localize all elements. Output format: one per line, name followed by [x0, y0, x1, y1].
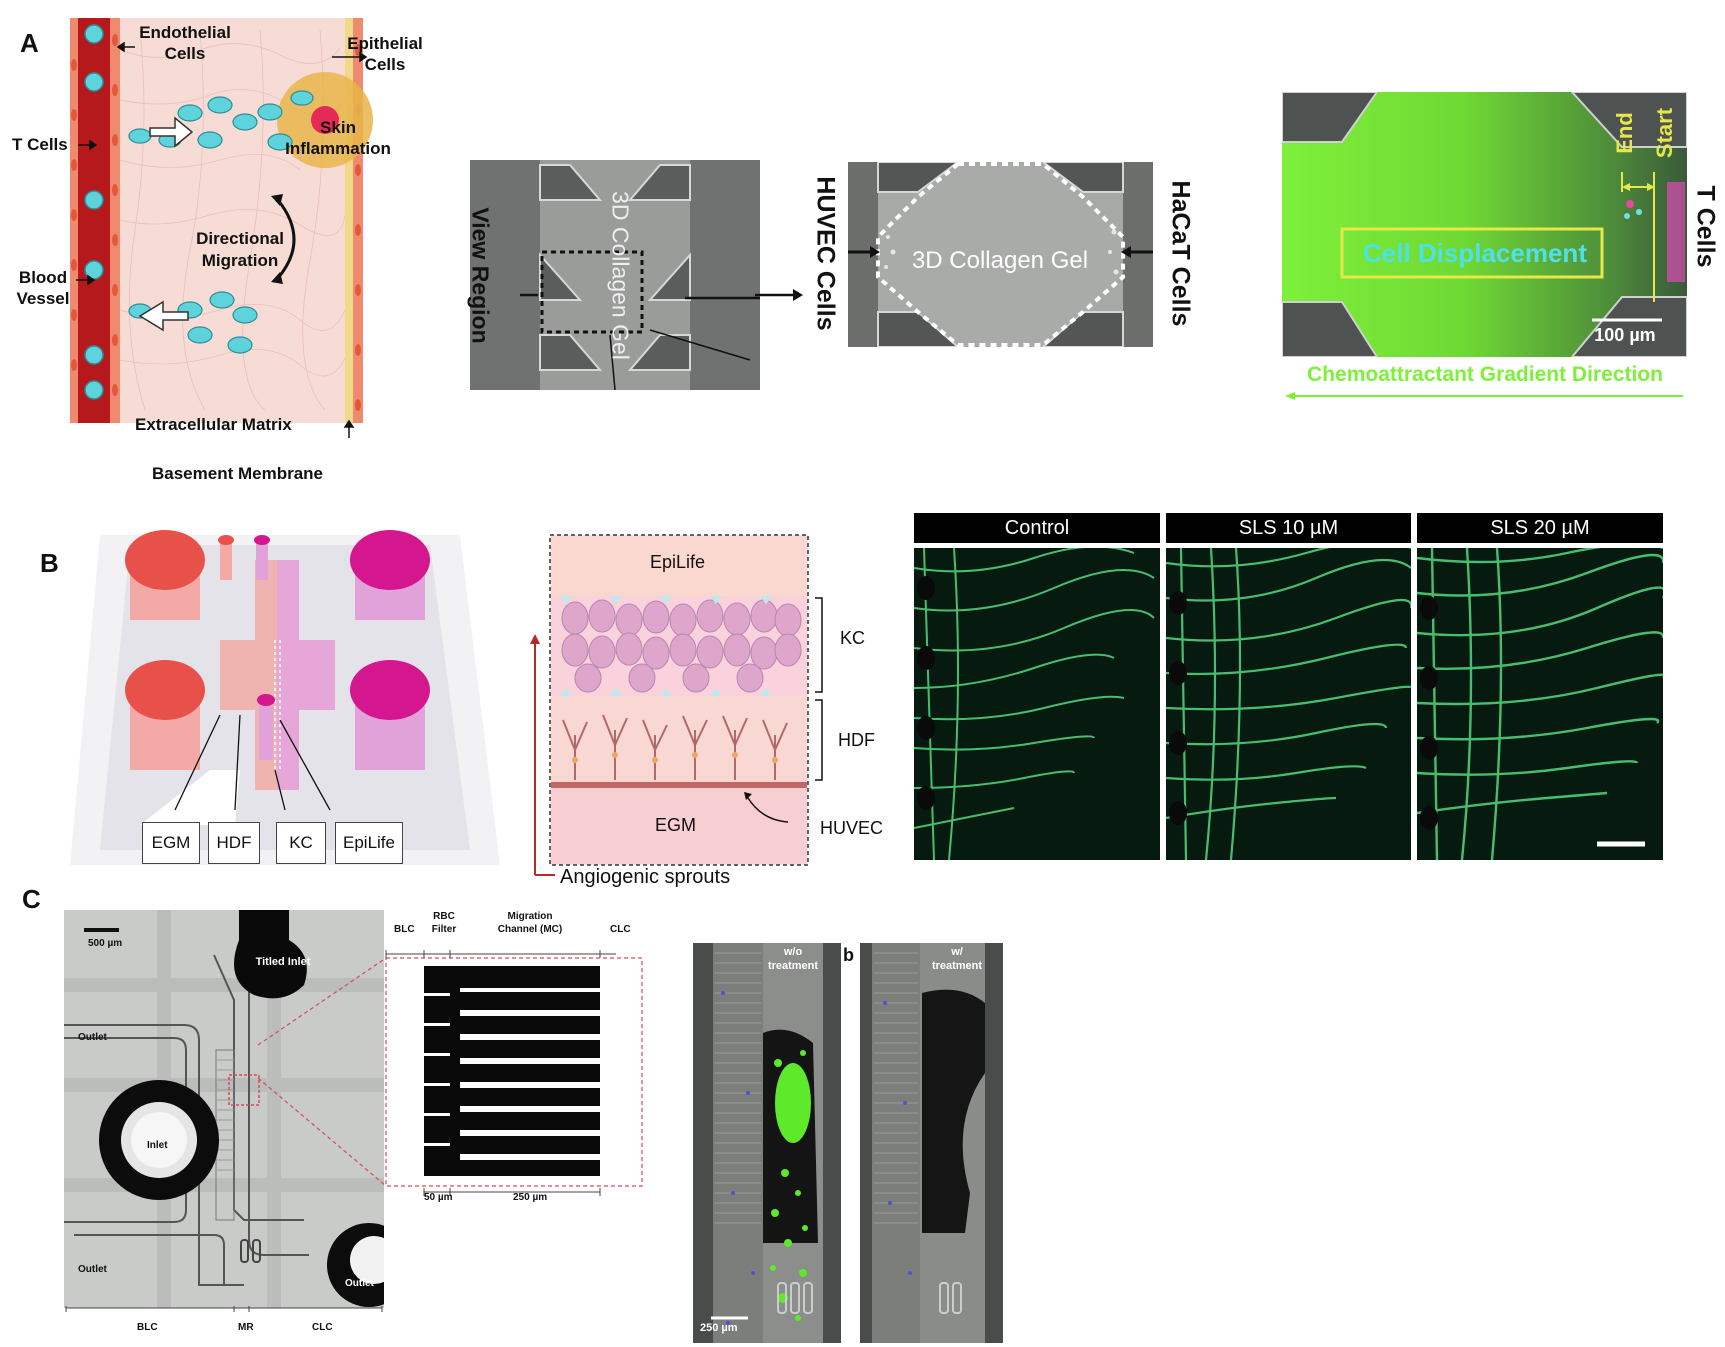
directional-arrow — [276, 199, 296, 279]
scale-100um: 100 µm — [1594, 325, 1656, 345]
arrow-to-zoom — [755, 289, 803, 301]
label-wo-treatment: w/o treatment — [767, 946, 819, 972]
bottom-bracket — [65, 1306, 383, 1312]
header-sls-10: SLS 10 µM — [1166, 513, 1411, 543]
label-collagen-gel-zoom: 3D Collagen Gel — [911, 247, 1089, 274]
bottom-label-clc: CLC — [312, 1322, 333, 1333]
label-t-cells-right: T Cells — [1691, 185, 1720, 268]
zoom-dim-50: 50 µm — [424, 1192, 453, 1203]
migrating-tcells-bottom — [128, 291, 258, 354]
label-outlet-right: Outlet — [345, 1278, 374, 1289]
panel-a-chip-image — [470, 160, 760, 390]
zoom-header-clc: CLC — [610, 924, 631, 935]
box-egm: EGM — [142, 822, 200, 864]
migration-arrow-bottom — [138, 300, 189, 332]
panel-label-b: B — [40, 548, 59, 578]
endothelial-layer — [110, 18, 120, 423]
gradient-arrow — [1285, 392, 1683, 400]
box-hdf: HDF — [208, 822, 260, 864]
box-kc: KC — [276, 822, 326, 864]
ecm-mesh — [119, 29, 346, 411]
label-epithelial-cells: Epithelial Cells — [347, 34, 423, 74]
label-hacat-cells: HaCaT Cells — [1166, 180, 1195, 327]
bottom-label-blc: BLC — [137, 1322, 158, 1333]
label-start: Start — [1652, 107, 1677, 159]
label-endothelial-cells: Endothelial Cells — [139, 23, 231, 63]
panel-a-fluorescence-image — [1282, 92, 1687, 357]
label-collagen-gel-vertical: 3D Collagen Gel — [607, 191, 634, 360]
zoom-channels — [424, 966, 600, 1176]
label-huvec-cells: HUVEC Cells — [811, 176, 840, 331]
panel-a-zoom-image — [848, 162, 1153, 347]
bottom-label-mr: MR — [238, 1322, 254, 1333]
label-gradient-direction: Chemoattractant Gradient Direction — [1307, 363, 1663, 386]
image-wo-treatment — [693, 943, 841, 1343]
zoom-region-box — [228, 1074, 260, 1106]
titled-inlet — [234, 910, 307, 999]
confocal-sls-10 — [1166, 548, 1411, 860]
label-inlet: Inlet — [147, 1140, 168, 1151]
view-region-box — [540, 250, 644, 334]
label-angiogenic-sprouts: Angiogenic sprouts — [560, 866, 731, 888]
label-outlet-top: Outlet — [78, 1032, 107, 1043]
basement-membrane — [345, 18, 353, 423]
label-directional-migration: Directional Migration — [196, 229, 284, 270]
layer-egm: EGM — [655, 815, 697, 835]
label-blood-vessel: Blood Vessel — [16, 268, 70, 308]
header-sls-20: SLS 20 µM — [1417, 513, 1663, 543]
label-basement-membrane: Basement Membrane — [152, 464, 324, 483]
layer-kc: KC — [840, 628, 866, 648]
inflammation-core — [311, 106, 339, 134]
label-cell-displacement: Cell Displacement — [1363, 238, 1587, 268]
layer-hdf: HDF — [838, 730, 875, 750]
gel-outline — [876, 162, 1125, 347]
layer-huvec: HUVEC — [820, 818, 884, 838]
image-w-treatment — [860, 943, 1003, 1343]
cell-displacement-box — [1340, 227, 1604, 279]
panel-label-a: A — [20, 28, 39, 58]
endothelial-cells — [112, 34, 118, 396]
label-view-region: View Region — [467, 207, 494, 344]
reservoir-epilife-top — [350, 530, 430, 620]
label-skin-inflammation: Skin Inflammation — [285, 118, 391, 158]
reservoir-egm-bottom — [125, 660, 205, 770]
box-epilife: EpiLife — [335, 822, 403, 864]
reservoir-egm-top — [125, 530, 205, 620]
panel-label-c: C — [22, 884, 41, 914]
confocal-control — [914, 548, 1160, 860]
zoom-header-rbc: RBC Filter — [431, 911, 457, 935]
label-end: End — [1612, 112, 1637, 154]
panel-c-zoom — [257, 950, 643, 1196]
label-ecm: Extracellular Matrix — [135, 415, 292, 434]
scale-500um: 500 µm — [88, 938, 123, 949]
layer-epilife: EpiLife — [650, 552, 706, 572]
panel-c-device-image — [64, 910, 384, 1308]
label-w-treatment: w/ treatment — [931, 946, 983, 972]
header-control: Control — [914, 513, 1160, 543]
huvec-layer — [551, 782, 807, 788]
reservoir-epilife-bottom — [350, 660, 430, 770]
panel-a-schematic — [70, 18, 373, 438]
panel-b-layers — [530, 534, 823, 876]
label-t-cells: T Cells — [12, 135, 68, 154]
zoom-header-mc: Migration Channel (MC) — [497, 911, 563, 935]
t-cell-band — [1667, 182, 1685, 282]
zoom-header-blc: BLC — [394, 924, 415, 935]
confocal-sls-20 — [1417, 548, 1663, 860]
label-outlet-bottom: Outlet — [78, 1264, 107, 1275]
label-sub-b: b — [843, 945, 854, 965]
migration-arrow-top — [149, 116, 194, 148]
kc-cells — [561, 599, 802, 693]
vessel-tcells — [84, 24, 104, 400]
epithelial-layer — [353, 18, 363, 423]
scale-250um: 250 µm — [700, 1322, 738, 1334]
label-titled-inlet: Titled Inlet — [255, 956, 311, 968]
hdf-sprouts — [562, 714, 788, 780]
migrating-tcells-top — [128, 90, 314, 151]
zoom-dim-250: 250 µm — [513, 1192, 548, 1203]
panel-b-device — [70, 530, 500, 865]
